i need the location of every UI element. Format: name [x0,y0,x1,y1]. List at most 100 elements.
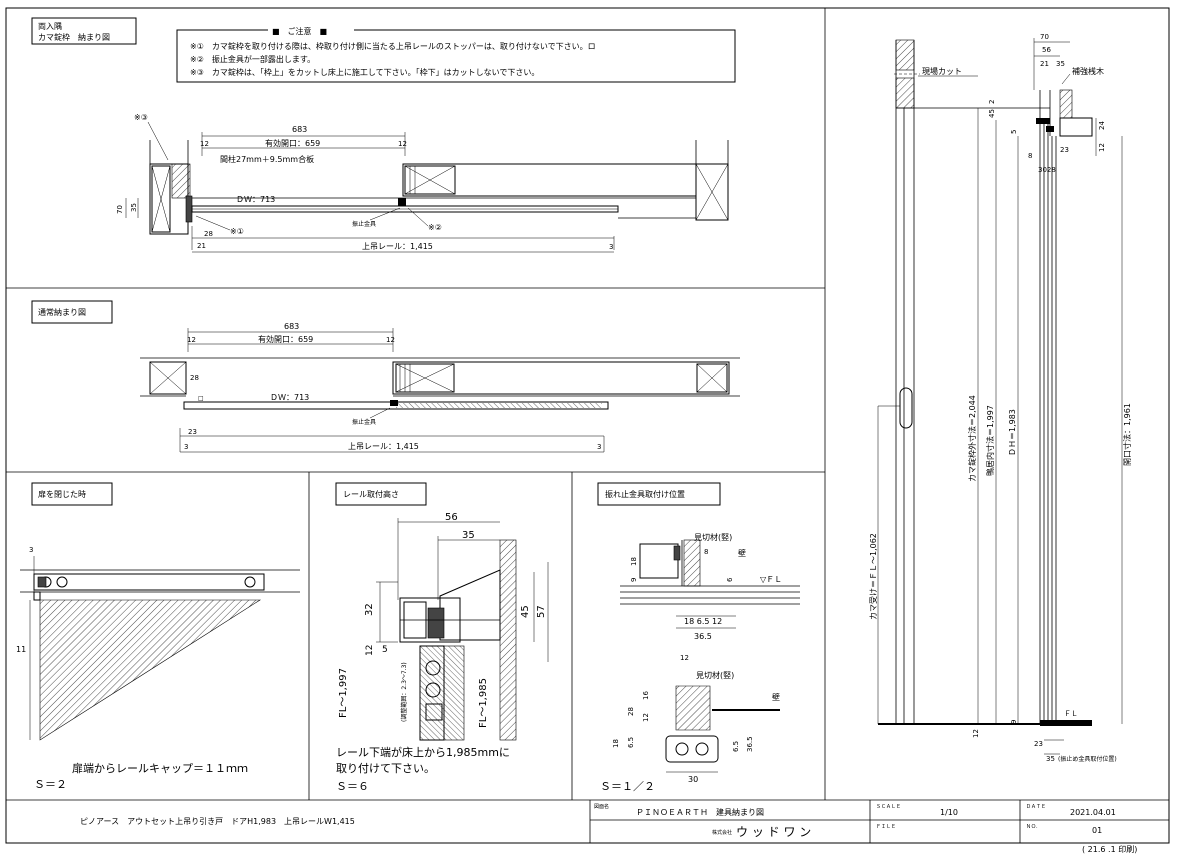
stopper-row: 18 6.5 12 [684,617,722,626]
closed-note: 扉端からレールキャップ＝１１ｍｍ [72,762,248,775]
rail-fl-1997: FL～1,997 [338,668,349,718]
post-note: 間柱27mm＋9.5mm合板 [220,154,314,164]
elev-outer: カマ錠枠外寸法＝2,044 [967,395,977,482]
note-3: ※③ カマ錠枠は、「枠上」をカットし床上に施工して下さい。「枠下」はカットしない… [190,67,539,77]
rail-note-1: レール下端が床上から1,985mmに [336,745,510,759]
dim-h35: 35 [130,203,138,212]
stopper-dim-9: 9 [630,578,638,582]
elev-dim-12b: 12 [972,729,980,738]
closed-title: 扉を閉じた時 [38,489,86,499]
elev-stop-note: (振止め金具取付位置) [1058,755,1117,763]
company-label: 株式会社 [712,829,732,836]
stopper-dim-18b: 18 [612,739,620,748]
date-value: 2021.04.01 [1070,808,1116,817]
mid-dim-28: 28 [190,374,199,382]
date-label: ＤＡＴＥ [1026,804,1046,810]
print-date: ( 21.6 .1 印刷) [1082,845,1137,854]
stopper-dim-365b: 36.5 [746,736,754,752]
drawing-name-label: 図面名 [594,803,609,810]
mark-2: ※② [428,223,442,232]
no-label: ＮＯ. [1026,824,1038,830]
mid-dim-opening: 有効開口：659 [258,334,313,344]
note-2: ※② 振止金具が一部露出します。 [190,54,315,64]
dim-left-12: 12 [200,140,209,148]
elev-dim-35b: 35 [1046,755,1055,763]
elev-dim-21: 21 [1040,60,1049,68]
dim-right-12: 12 [398,140,407,148]
rail-title: レール取付高さ [343,489,399,499]
elev-opening: 開口寸法：1,961 [1122,403,1132,466]
stopper-dim-18: 18 [630,557,638,566]
mikiri-1: 見切材(竪) [694,532,732,542]
rail-note-2: 取り付けて下さい。 [336,762,435,775]
stopper-position-section: 振れ止金具取付け位置 見切材(竪) 壁 9 18 8 6 ▽ＦＬ 18 6.5 … [597,482,800,793]
rail-scale: Ｓ＝６ [336,780,369,793]
elev-dim-70: 70 [1040,33,1049,41]
file-label: ＦＩＬＥ [876,824,896,830]
rail-dim-12: 12 [365,645,375,656]
elev-dim-45: 45 [988,109,996,118]
dim-28: 28 [204,230,213,238]
dim-21: 21 [197,242,206,250]
rail-dim-35: 35 [462,530,475,541]
stopper-dim-28: 28 [627,707,635,716]
stopper-fl: ▽ＦＬ [760,575,782,584]
rail-dim-32: 32 [364,603,375,616]
mid-dim-dw: ＤＷ：713 [270,393,309,402]
rail-dim-56: 56 [445,512,458,523]
elev-dim-23: 23 [1060,146,1069,154]
stopper-dim-365: 36.5 [694,632,712,641]
dim-h70: 70 [116,205,124,214]
no-value: 01 [1092,826,1102,835]
elev-dim-56: 56 [1042,46,1051,54]
mid-cap-mark: □ [198,395,204,402]
drawing-name: ＰＩＮＯＥＡＲＴＨ 建具納まり図 [636,807,764,817]
notes-box: ■ ご注意 ■ ※① カマ錠枠を取り付ける際は、枠取り付け側に当たる上吊レールの… [176,25,736,83]
elev-dim-9: 9 [1010,720,1018,724]
top-title-box [31,17,137,45]
dim-683: 683 [292,125,307,134]
title-block: ピノアース アウトセット上吊り引き戸 ドアH1,983 上吊レールW1,415 … [80,800,1169,854]
stopper-dim-12: 12 [680,654,689,662]
stopper-dim-65: 6.5 [627,737,635,748]
stopper-dim-30: 30 [688,775,698,784]
elev-receiver: カマ受け＝ＦＬ～1,062 [868,533,878,620]
product-name: ピノアース アウトセット上吊り引き戸 ドアH1,983 上吊レールW1,415 [80,817,355,826]
elev-fl: ＦＬ [1064,710,1078,718]
dim-opening: 有効開口：659 [265,138,320,148]
rail-fl-1985: FL～1,985 [478,678,489,728]
top-plan-section: 両入隅 カマ錠枠 納まり図 ■ ご注意 ■ ※① カマ錠枠を取り付ける際は、枠取… [31,17,736,253]
top-title-line1: 両入隅 [38,22,62,31]
company-name: ウ ッ ド ワ ン [736,825,811,839]
rail-length: 上吊レール：1,415 [362,242,433,251]
mid-dim-r3: 3 [597,443,601,451]
top-title-line2: カマ錠枠 納まり図 [38,32,110,42]
elev-dim-3028: 3028 [1038,166,1056,174]
rail-height-section: レール取付高さ 56 35 32 45 57 12 5 FL～1,997 (調整… [335,482,549,793]
stopper-dim-16: 16 [642,691,650,700]
closed-dim-3: 3 [29,546,33,554]
elev-dim-24: 24 [1098,121,1106,130]
rail-dim-5: 5 [382,645,388,655]
mark-1: ※① [230,227,244,236]
scale-label: ＳＣＡＬＥ [876,804,901,810]
elev-dim-23b: 23 [1034,740,1043,748]
mid-dim-left-12: 12 [187,336,196,344]
closed-scale: Ｓ＝２ [34,778,67,791]
elev-dim-12: 12 [1098,143,1106,152]
elev-dim-8: 8 [1028,152,1032,160]
mid-fitting-label: 振止金具 [352,418,376,426]
sheet-border [5,7,1170,844]
closed-dim-11: 11 [16,645,26,654]
rail-adjust: (調整範囲：2.3～7.3) [400,662,408,722]
stopper-dim-8: 8 [704,548,708,556]
mid-title: 通常納まり図 [38,307,86,317]
mikiri-2: 見切材(竪) [696,670,734,680]
stopper-scale: Ｓ＝１／２ [600,780,655,793]
mid-dim-l3: 3 [184,443,188,451]
note-1: ※① カマ錠枠を取り付ける際は、枠取り付け側に当たる上吊レールのストッパーは、取… [190,41,596,51]
dim-r3: 3 [609,243,613,251]
elev-cut: 現場カット [922,66,962,76]
elev-reinforce: 補強桟木 [1072,66,1104,76]
